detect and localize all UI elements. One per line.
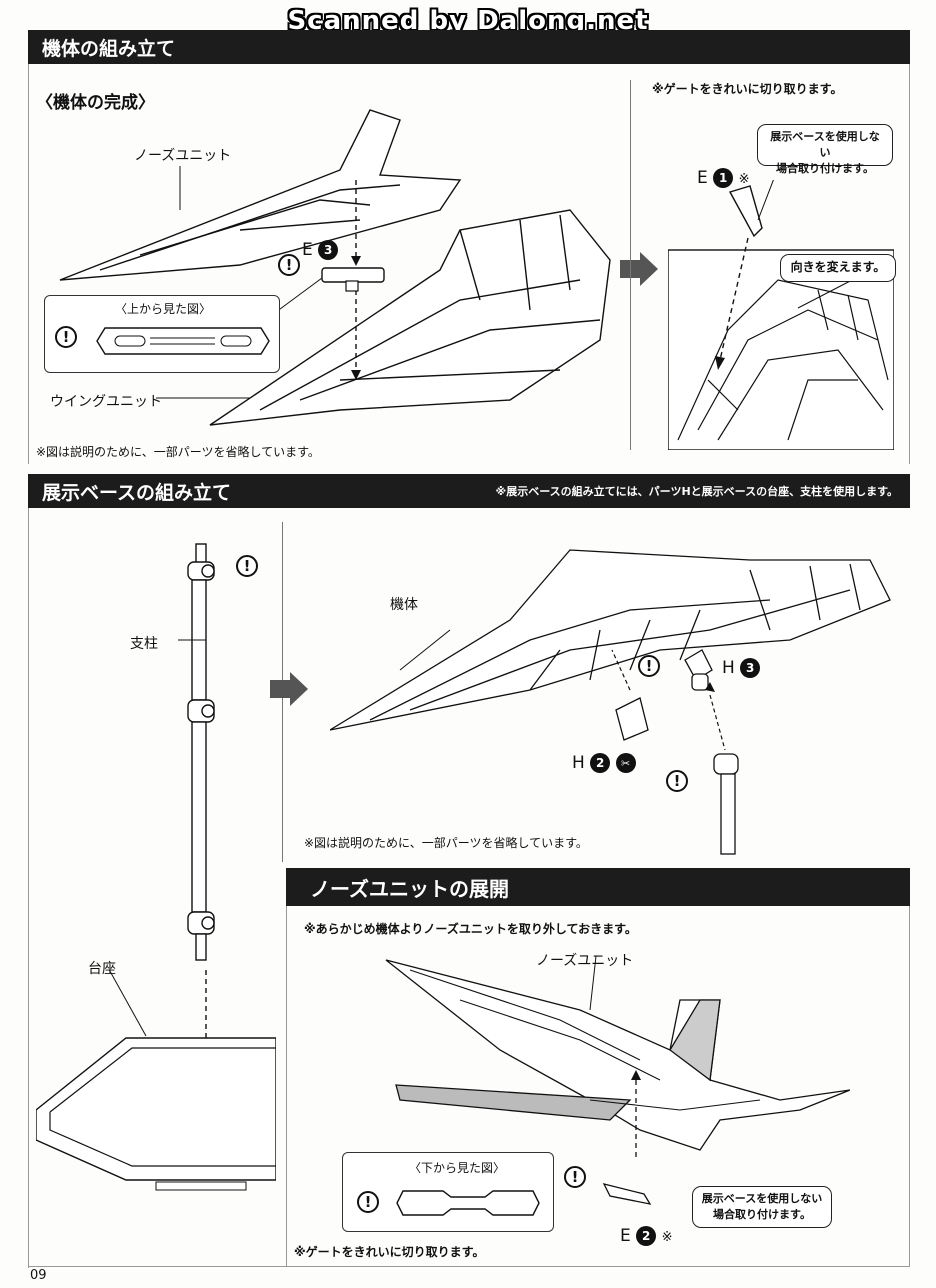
arrow-right-icon (270, 672, 308, 706)
aircraft-stand-illustration (330, 549, 891, 855)
nose-deploy-illustration (385, 955, 850, 1160)
part-letter: E (697, 168, 708, 188)
section3-right-rule (909, 906, 910, 1266)
top-view-label: 〈上から見た図〉 (115, 302, 212, 316)
part-mark: ※ (738, 172, 750, 187)
callout-no-base: 展示ベースを使用しない 場合取り付けます。 (692, 1186, 832, 1228)
part-letter: E (302, 240, 313, 260)
bottom-rule (28, 1266, 910, 1267)
section-title: ノーズユニットの展開 (310, 876, 509, 901)
top-view-box: 〈上から見た図〉 ! (44, 295, 280, 373)
bottom-view-box: 〈下から見た図〉 ! (342, 1152, 554, 1232)
base-illustration (36, 970, 276, 1191)
part-number-badge: 2 (590, 753, 611, 773)
label-wing-unit: ウイングユニット (50, 394, 162, 410)
section-subtitle: 〈機体の完成〉 (36, 93, 155, 113)
part-e1-detail-illustration (668, 180, 894, 450)
section2-left-rule (28, 508, 29, 1268)
label-nose-unit: ノーズユニット (536, 953, 634, 969)
part-letter: E (620, 1226, 631, 1246)
warning-icon: ! (564, 1166, 586, 1188)
part-letter: H (572, 753, 585, 773)
section-banner-nose: ノーズユニットの展開 (286, 868, 910, 906)
part-h2-label: H 2 ✂ (572, 753, 636, 773)
part-e2-label: E 2 ※ (620, 1226, 672, 1246)
part-h3-label: H 3 (722, 658, 761, 678)
warning-icon: ! (55, 326, 77, 348)
part-e2-drawing (602, 1183, 652, 1205)
section2-note: ※図は説明のために、一部パーツを省略しています。 (304, 836, 588, 850)
label-base: 台座 (88, 961, 116, 977)
page-number: 09 (30, 1268, 47, 1283)
part-e1-label: E 1 ※ (697, 168, 749, 188)
label-pillar: 支柱 (130, 636, 158, 652)
warning-icon: ! (666, 770, 688, 792)
warning-icon: ! (357, 1191, 379, 1213)
section-header-note: ※展示ベースの組み立てには、パーツHと展示ベースの台座、支柱を使用します。 (495, 485, 898, 498)
part-bottom-view-drawing (396, 1190, 540, 1216)
pillar-illustration (178, 543, 215, 961)
section1-note: ※図は説明のために、一部パーツを省略しています。 (36, 445, 320, 459)
callout-no-base: 展示ベースを使用しない 場合取り付けます。 (757, 124, 893, 175)
section-banner-base: 展示ベースの組み立て ※展示ベースの組み立てには、パーツHと展示ベースの台座、支… (28, 474, 910, 508)
section3-note: ※あらかじめ機体よりノーズユニットを取り外しておきます。 (304, 922, 637, 936)
part-mark: ※ (661, 1230, 673, 1245)
part-number-badge: 2 (636, 1226, 657, 1246)
section-title: 機体の組み立て (42, 37, 176, 60)
section1-frame (28, 64, 910, 464)
part-letter: H (722, 658, 735, 678)
section-banner-assembly: 機体の組み立て (28, 30, 910, 64)
column-divider (630, 80, 631, 450)
warning-icon: ! (638, 655, 660, 677)
gate-note: ※ゲートをきれいに切り取ります。 (294, 1245, 485, 1259)
section-title: 展示ベースの組み立て (42, 481, 232, 504)
label-nose-unit: ノーズユニット (134, 148, 232, 164)
label-body: 機体 (390, 597, 418, 613)
warning-icon: ! (236, 555, 258, 577)
part-number-badge: 3 (740, 658, 761, 678)
bottom-view-label: 〈下から見た図〉 (409, 1161, 506, 1175)
part-e3-label: E 3 (302, 240, 339, 260)
warning-icon: ! (278, 254, 300, 276)
section3-left-rule (286, 906, 287, 1266)
part-number-badge: 1 (713, 168, 734, 188)
arrow-right-icon (620, 252, 658, 286)
cut-icon: ✂ (615, 753, 636, 773)
gate-note: ※ゲートをきれいに切り取ります。 (652, 82, 843, 96)
part-top-view-drawing (96, 327, 270, 355)
callout-turn: 向きを変えます。 (780, 254, 896, 282)
part-number-badge: 3 (318, 240, 339, 260)
aircraft-assembly-illustration (59, 109, 611, 426)
